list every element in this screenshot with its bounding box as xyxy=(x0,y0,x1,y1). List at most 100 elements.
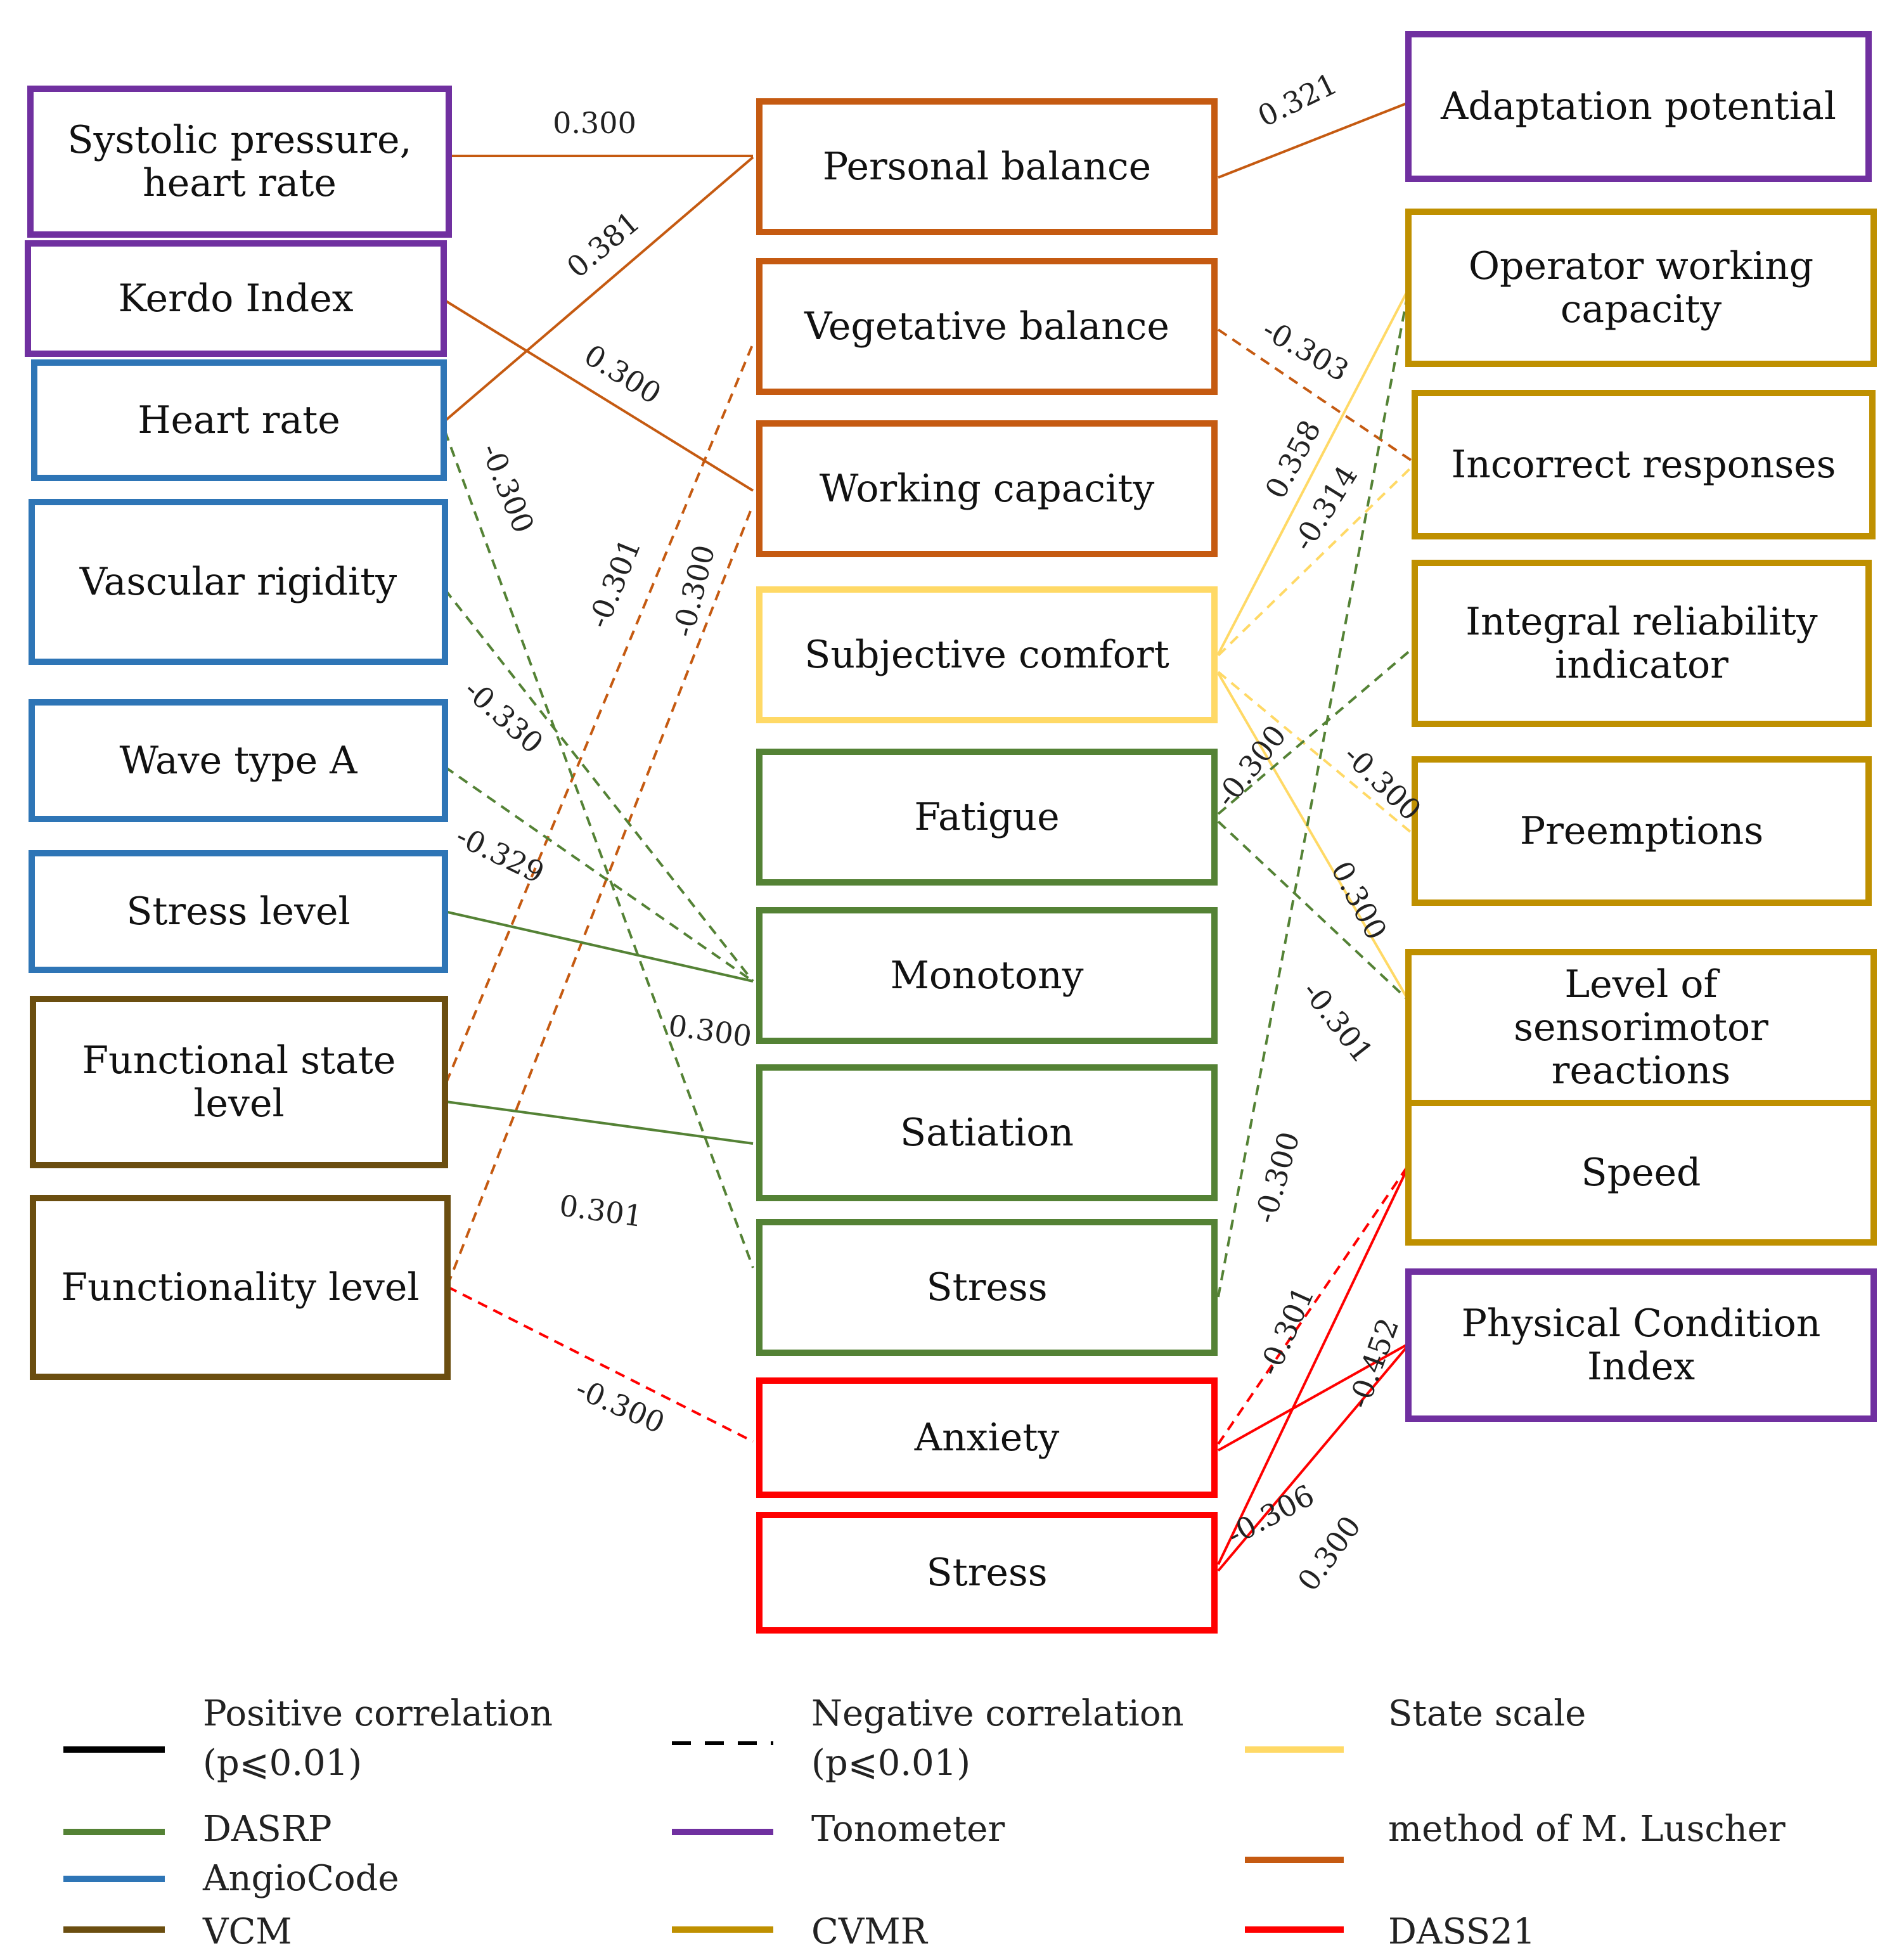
legend-label: CVMR xyxy=(811,1911,929,1952)
node-label: reactions xyxy=(1552,1048,1730,1093)
node-box xyxy=(1405,1100,1877,1246)
edge-fatigue-to-sensorimotor xyxy=(1217,820,1410,1002)
node-label: Incorrect responses xyxy=(1452,442,1836,487)
node-heart-rate: Heart rate xyxy=(31,359,447,481)
node-box xyxy=(756,1219,1218,1356)
node-stress-red: Stress xyxy=(756,1512,1218,1634)
node-kerdo: Kerdo Index xyxy=(25,240,447,357)
edge-stress-red-to-physical xyxy=(1217,1344,1410,1572)
node-label: Anxiety xyxy=(914,1415,1060,1460)
node-label: Fatigue xyxy=(914,795,1059,839)
node-label: Subjective comfort xyxy=(804,633,1169,677)
legend-item-dasrp: DASRP xyxy=(63,1808,332,1850)
node-incorrect: Incorrect responses xyxy=(1412,390,1876,539)
edge-kerdo-to-working-capacity xyxy=(444,299,754,492)
node-vascular: Vascular rigidity xyxy=(29,499,448,665)
node-box xyxy=(30,1195,451,1380)
node-box xyxy=(1412,756,1872,906)
node-label: Adaptation potential xyxy=(1440,84,1836,129)
node-label: Systolic pressure, xyxy=(67,118,411,162)
node-box xyxy=(756,420,1218,557)
edge-heart-rate-to-personal-balance xyxy=(444,156,754,422)
node-box xyxy=(756,1377,1218,1498)
node-preemptions: Preemptions xyxy=(1412,756,1872,906)
node-box xyxy=(30,996,448,1168)
edge-fatigue-to-integral xyxy=(1217,645,1416,815)
node-personal-balance: Personal balance xyxy=(756,98,1218,235)
edge-subjective-comfort-to-operator xyxy=(1217,288,1410,655)
edge-label: -0.303 xyxy=(1257,312,1355,388)
edge-stress-red-to-speed xyxy=(1217,1166,1410,1565)
edge-label: -0.306 xyxy=(1221,1478,1320,1552)
edge-anxiety-to-speed xyxy=(1217,1164,1410,1445)
node-subjective-comfort: Subjective comfort xyxy=(756,586,1218,723)
legend-label: Negative correlation xyxy=(811,1693,1184,1734)
edge-label: -0.300 xyxy=(570,1371,669,1440)
node-label: heart rate xyxy=(143,161,337,205)
edge-subjective-comfort-to-incorrect xyxy=(1217,463,1416,657)
node-working-capacity: Working capacity xyxy=(756,420,1218,557)
legend-label: AngioCode xyxy=(202,1858,399,1899)
node-label: sensorimotor xyxy=(1514,1005,1768,1050)
edge-label: -0.301 xyxy=(581,534,648,633)
edge-label: -0.301 xyxy=(1296,975,1380,1069)
node-box xyxy=(1412,390,1876,539)
edge-label: 0.300 xyxy=(1291,1509,1368,1597)
node-label: Vegetative balance xyxy=(804,304,1169,349)
node-monotony: Monotony xyxy=(756,907,1218,1044)
node-label: Integral reliability xyxy=(1465,600,1818,644)
edge-func-state-to-satiation xyxy=(446,1100,754,1145)
edge-label: -0.300 xyxy=(1209,719,1293,813)
node-box xyxy=(756,258,1218,395)
node-label: Working capacity xyxy=(820,467,1155,511)
node-label: capacity xyxy=(1561,287,1722,332)
legend-label: (p⩽0.01) xyxy=(203,1743,362,1784)
edge-functionality-to-anxiety xyxy=(447,1286,754,1443)
node-satiation: Satiation xyxy=(756,1064,1218,1201)
edge-label: -0.301 xyxy=(1252,1281,1321,1380)
node-label: level xyxy=(193,1081,284,1126)
node-box xyxy=(29,699,448,822)
edge-personal-balance-to-adaptation xyxy=(1218,101,1409,179)
legend-item-luscher: method of M. Luscher xyxy=(1245,1808,1786,1863)
legend-item-dass21: DASS21 xyxy=(1245,1911,1535,1952)
edge-label: -0.300 xyxy=(474,439,541,538)
node-stress-level: Stress level xyxy=(29,850,448,973)
edge-subjective-comfort-to-sensorimotor xyxy=(1217,672,1410,1002)
node-stress-green: Stress xyxy=(756,1219,1218,1356)
legend-label: DASRP xyxy=(203,1808,332,1850)
node-box xyxy=(29,499,448,665)
edge-vegetative-balance-to-incorrect xyxy=(1217,328,1416,464)
node-label: Level of xyxy=(1564,962,1720,1007)
node-label: Personal balance xyxy=(823,145,1151,189)
node-label: Functional state xyxy=(82,1038,396,1083)
legend-item-vcm: VCM xyxy=(63,1911,292,1952)
node-label: Kerdo Index xyxy=(118,276,353,321)
node-label: Physical Condition xyxy=(1462,1301,1821,1346)
node-label: Functionality level xyxy=(61,1265,419,1310)
legend-item-tonometer: Tonometer xyxy=(672,1808,1005,1850)
legend-item-state-scale: State scale xyxy=(1245,1693,1586,1753)
legend-label: Positive correlation xyxy=(203,1693,553,1734)
node-label: indicator xyxy=(1555,643,1728,687)
node-label: Stress xyxy=(927,1265,1048,1310)
edge-functionality-to-working-capacity xyxy=(446,504,754,1286)
node-label: Vascular rigidity xyxy=(79,560,397,604)
node-speed: Speed xyxy=(1405,1100,1877,1246)
edge-label: 0.300 xyxy=(666,1008,754,1054)
node-box xyxy=(756,1064,1218,1201)
legend-label: method of M. Luscher xyxy=(1388,1808,1786,1850)
node-box xyxy=(756,907,1218,1044)
node-anxiety: Anxiety xyxy=(756,1377,1218,1498)
node-box xyxy=(29,850,448,973)
edge-label: -0.452 xyxy=(1341,1313,1405,1413)
edge-heart-rate-to-stress-green xyxy=(444,430,754,1268)
edge-stress-level-to-monotony xyxy=(444,910,754,983)
node-label: Heart rate xyxy=(138,398,340,442)
